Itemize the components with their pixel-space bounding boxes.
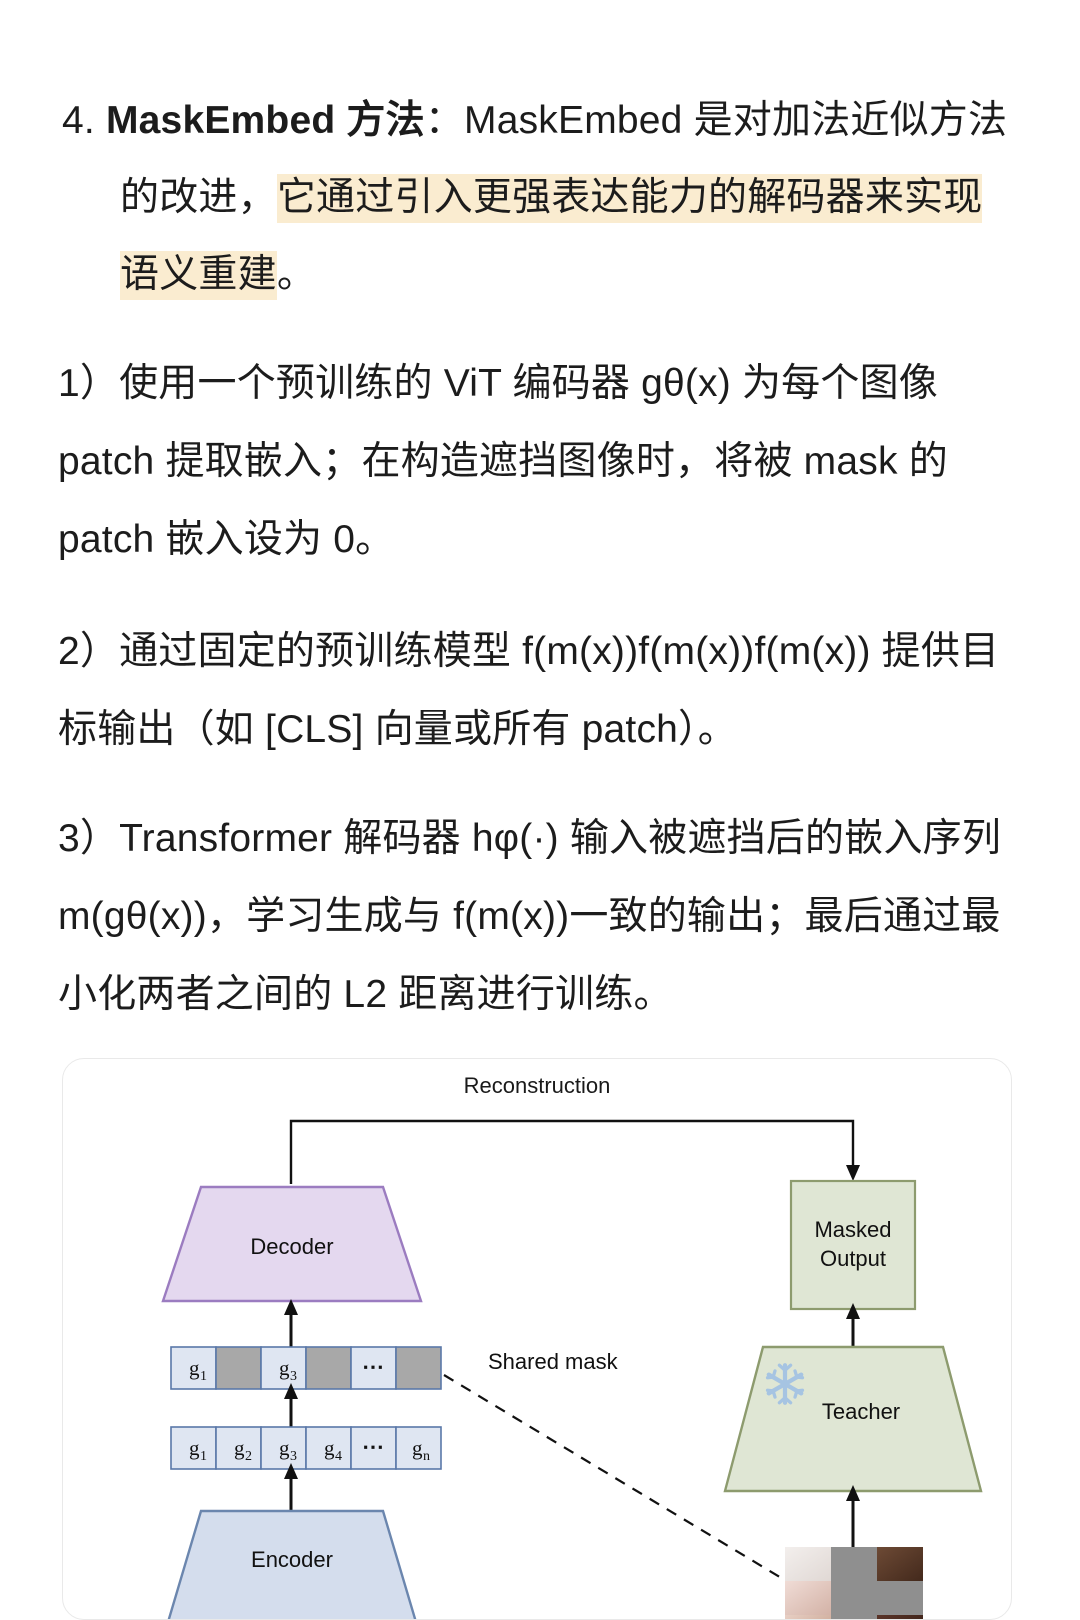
svg-text:⋯: ⋯ bbox=[362, 1354, 384, 1379]
shared-mask-label: Shared mask bbox=[488, 1349, 619, 1374]
diagram-inner: Reconstruction bbox=[63, 1059, 1011, 1619]
arrow-maskedimage-to-teacher bbox=[846, 1485, 860, 1547]
paragraph-3: 3）Transformer 解码器 hφ(·) 输入被遮挡后的嵌入序列 m(gθ… bbox=[58, 800, 1016, 1034]
decoder-node: Decoder bbox=[161, 1185, 423, 1303]
encoder-label: Encoder bbox=[251, 1547, 333, 1572]
svg-text:n: n bbox=[423, 1449, 430, 1464]
architecture-diagram-card: Reconstruction bbox=[62, 1058, 1012, 1620]
svg-text:g: g bbox=[234, 1436, 245, 1460]
decoder-label: Decoder bbox=[250, 1234, 333, 1259]
heading-term: MaskEmbed 方法 bbox=[105, 99, 425, 142]
svg-text:1: 1 bbox=[200, 1449, 207, 1464]
reconstruction-label: Reconstruction bbox=[463, 1073, 611, 1098]
document-page: 4. MaskEmbed 方法：MaskEmbed 是对加法近似方法的改进，它通… bbox=[58, 82, 1016, 1620]
heading-item-4: 4. MaskEmbed 方法：MaskEmbed 是对加法近似方法的改进，它通… bbox=[62, 82, 1012, 313]
masked-input-image bbox=[785, 1547, 923, 1619]
svg-text:3: 3 bbox=[290, 1449, 297, 1464]
encoder-node: Encoder bbox=[167, 1509, 417, 1619]
paragraph-2-text: 通过固定的预训练模型 f(m(x))f(m(x))f(m(x)) 提供目标输出（… bbox=[58, 630, 1000, 751]
arrow-encoder-to-embrow bbox=[284, 1463, 298, 1511]
shared-mask-connector bbox=[443, 1374, 784, 1580]
paragraph-1-marker: 1） bbox=[58, 362, 120, 405]
masked-output-node: Masked Output bbox=[789, 1179, 917, 1311]
heading-number: 4. bbox=[62, 99, 95, 142]
arrow-embrow-to-maskedrow bbox=[284, 1383, 298, 1427]
paragraph-3-marker: 3） bbox=[58, 817, 120, 860]
paragraph-1: 1）使用一个预训练的 ViT 编码器 gθ(x) 为每个图像 patch 提取嵌… bbox=[58, 345, 1016, 579]
paragraph-2: 2）通过固定的预训练模型 f(m(x))f(m(x))f(m(x)) 提供目标输… bbox=[58, 613, 1016, 769]
snowflake-icon bbox=[765, 1363, 805, 1405]
paragraph-1-text: 使用一个预训练的 ViT 编码器 gθ(x) 为每个图像 patch 提取嵌入；… bbox=[58, 362, 948, 561]
svg-text:2: 2 bbox=[245, 1449, 252, 1464]
masked-output-line1: Masked bbox=[814, 1217, 891, 1242]
heading-body: MaskEmbed 是对加法近似方法的改进， bbox=[120, 99, 1008, 219]
svg-text:g: g bbox=[189, 1356, 200, 1380]
svg-text:4: 4 bbox=[335, 1449, 342, 1464]
svg-text:3: 3 bbox=[290, 1369, 297, 1384]
arrow-maskedrow-to-decoder bbox=[284, 1299, 298, 1347]
heading-tail: 。 bbox=[276, 253, 317, 296]
paragraph-2-marker: 2） bbox=[58, 630, 120, 673]
masked-output-line2: Output bbox=[820, 1246, 886, 1271]
svg-text:1: 1 bbox=[200, 1369, 207, 1384]
heading-colon: ： bbox=[424, 99, 465, 142]
teacher-label: Teacher bbox=[822, 1399, 900, 1424]
reconstruction-connector bbox=[289, 1119, 860, 1184]
svg-text:g: g bbox=[279, 1356, 290, 1380]
teacher-node: Teacher bbox=[723, 1345, 983, 1493]
svg-text:g: g bbox=[279, 1436, 290, 1460]
svg-text:g: g bbox=[189, 1436, 200, 1460]
svg-text:⋯: ⋯ bbox=[362, 1434, 384, 1459]
arrow-teacher-to-maskedoutput bbox=[846, 1303, 860, 1347]
svg-text:g: g bbox=[412, 1436, 423, 1460]
paragraph-3-text: Transformer 解码器 hφ(·) 输入被遮挡后的嵌入序列 m(gθ(x… bbox=[58, 817, 1002, 1016]
svg-text:g: g bbox=[324, 1436, 335, 1460]
